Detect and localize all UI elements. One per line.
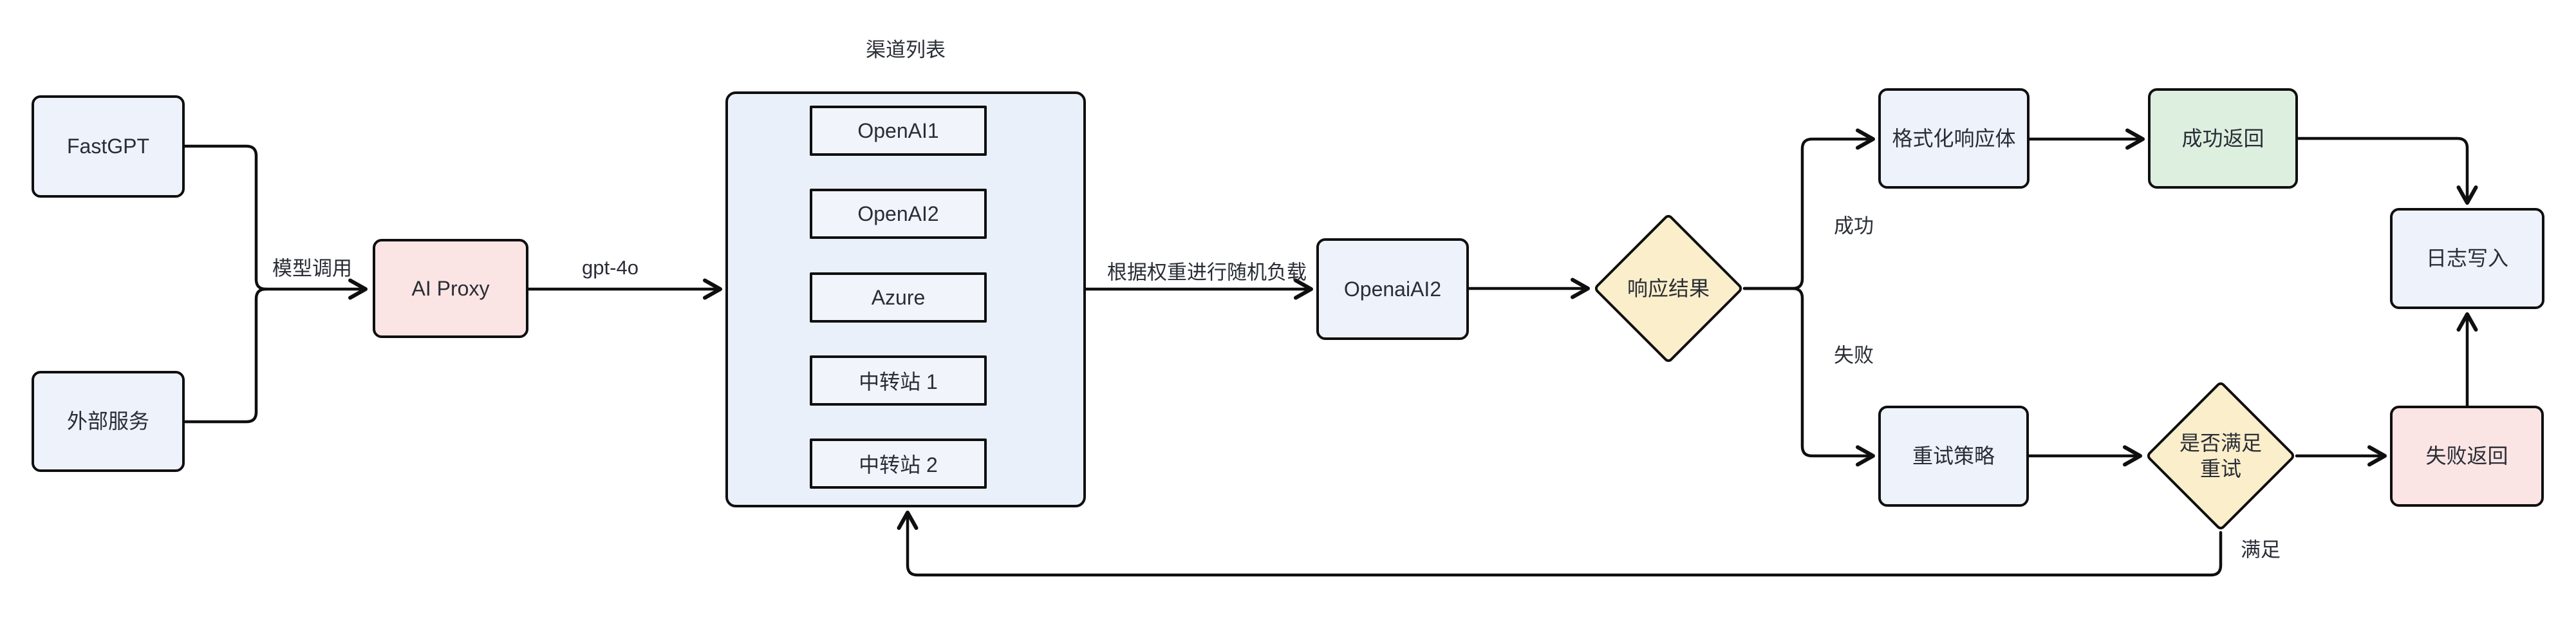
- edge-external-to-merge: [183, 287, 268, 424]
- node-format-response-label: 格式化响应体: [1892, 126, 2016, 150]
- node-log-write-label: 日志写入: [2425, 247, 2508, 270]
- channel-item-relay2-label: 中转站 2: [859, 453, 938, 476]
- node-openai-ai2-label: OpenaiAI2: [1343, 277, 1442, 301]
- node-failure-return-label: 失败返回: [2425, 444, 2508, 468]
- node-log-write: 日志写入: [2390, 208, 2544, 309]
- edge-label-failure: 失败: [1834, 344, 1874, 367]
- channel-item-relay2: 中转站 2: [810, 438, 987, 489]
- channel-item-azure: Azure: [810, 272, 987, 323]
- edge-label-satisfied: 满足: [2241, 538, 2281, 561]
- node-retry-strategy: 重试策略: [1878, 406, 2029, 507]
- node-response-result-label: 响应结果: [1627, 277, 1710, 300]
- node-external-service: 外部服务: [32, 371, 185, 472]
- channel-item-openai2: OpenAI2: [810, 189, 987, 239]
- edge-label-success: 成功: [1834, 214, 1874, 238]
- node-ai-proxy-label: AI Proxy: [411, 276, 490, 300]
- channel-item-azure-label: Azure: [871, 285, 926, 309]
- channel-item-openai1: OpenAI1: [810, 106, 987, 156]
- node-retry-strategy-label: 重试策略: [1912, 444, 1995, 468]
- node-failure-return: 失败返回: [2390, 406, 2544, 507]
- channel-item-relay1: 中转站 1: [810, 355, 987, 406]
- edge-label-gpt-4o: gpt-4o: [582, 256, 639, 279]
- node-ai-proxy: AI Proxy: [373, 239, 528, 338]
- node-fastgpt-label: FastGPT: [66, 135, 149, 158]
- node-openai-ai2: OpenaiAI2: [1316, 238, 1469, 340]
- node-success-return-label: 成功返回: [2181, 126, 2264, 150]
- edge-success-return-to-log: [2296, 137, 2478, 205]
- channel-list-title: 渠道列表: [866, 39, 946, 61]
- channel-item-openai2-label: OpenAI2: [857, 202, 939, 225]
- edge-condition-loop-to-channels: [897, 511, 2223, 577]
- edge-result-failure-branch: [1742, 287, 1875, 467]
- node-retry-condition-label: 是否满足 重试: [2179, 431, 2263, 480]
- node-format-response: 格式化响应体: [1878, 88, 2030, 189]
- edge-label-model-call: 模型调用: [272, 257, 352, 280]
- channel-item-openai1-label: OpenAI1: [857, 118, 939, 142]
- edge-label-weighted-load: 根据权重进行随机负载: [1107, 261, 1307, 284]
- node-fastgpt: FastGPT: [32, 95, 185, 198]
- node-external-service-label: 外部服务: [66, 410, 149, 433]
- node-channel-list-container: OpenAI1 OpenAI2 Azure 中转站 1 中转站 2: [725, 91, 1086, 507]
- channel-item-relay1-label: 中转站 1: [859, 370, 938, 393]
- node-success-return: 成功返回: [2148, 88, 2298, 189]
